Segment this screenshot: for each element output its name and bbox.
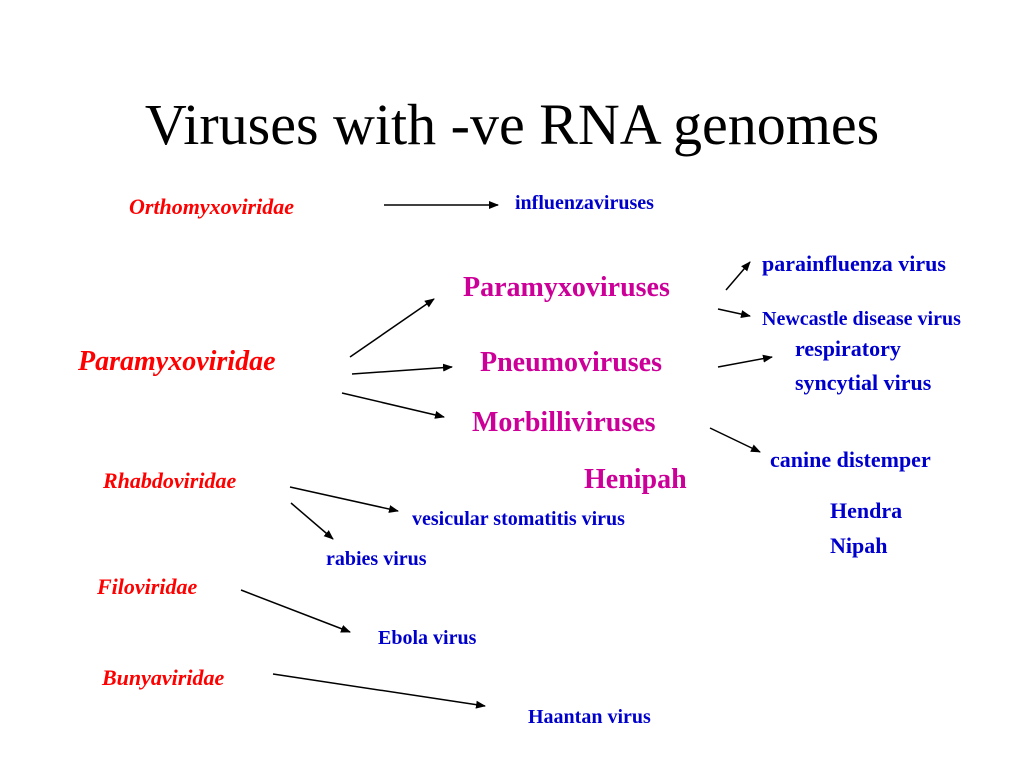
subfamily-morbilliviruses: Morbilliviruses [472,407,656,438]
virus-parainfluenza: parainfluenza virus [762,251,946,276]
family-bunyaviridae: Bunyaviridae [102,665,225,690]
arrow-paramyxoviruses-newcastle [717,308,751,318]
subfamily-paramyxoviruses: Paramyxoviruses [463,272,670,303]
virus-rsv-line2: syncytial virus [795,370,932,395]
arrow-morbilliviruses-canine [709,427,761,453]
arrow-rhabdoviridae-vsv [289,486,399,513]
arrow-filoviridae-ebola [240,589,351,633]
family-filoviridae: Filoviridae [97,574,198,599]
arrow-paramyxoviridae-paramyxoviruses [349,298,435,358]
arrow-pneumoviruses-rsv [717,354,773,368]
arrow-paramyxoviridae-morbilliviruses [341,392,445,419]
arrow-rhabdoviridae-rabies [290,502,334,540]
slide-title: Viruses with -ve RNA genomes [144,92,880,157]
family-paramyxoviridae: Paramyxoviridae [78,346,276,377]
virus-vesicular-stomatitis: vesicular stomatitis virus [412,508,625,530]
arrow-paramyxoviridae-pneumoviruses [351,363,453,375]
subfamily-henipah: Henipah [584,464,687,495]
arrow-paramyxoviruses-parainfluenza [725,261,751,291]
virus-nipah: Nipah [830,533,888,558]
virus-rsv-line1: respiratory [795,336,901,361]
virus-rabies: rabies virus [326,548,427,570]
family-orthomyxoviridae: Orthomyxoviridae [129,194,294,219]
arrow-bunyaviridae-haantan [272,673,486,709]
virus-influenzaviruses: influenzaviruses [515,192,654,214]
virus-canine-distemper: canine distemper [770,447,931,472]
virus-ebola: Ebola virus [378,627,477,649]
subfamily-pneumoviruses: Pneumoviruses [480,347,662,378]
virus-haantan: Haantan virus [528,706,651,728]
family-rhabdoviridae: Rhabdoviridae [103,468,237,493]
virus-hendra: Hendra [830,498,903,523]
virus-newcastle: Newcastle disease virus [762,308,961,330]
